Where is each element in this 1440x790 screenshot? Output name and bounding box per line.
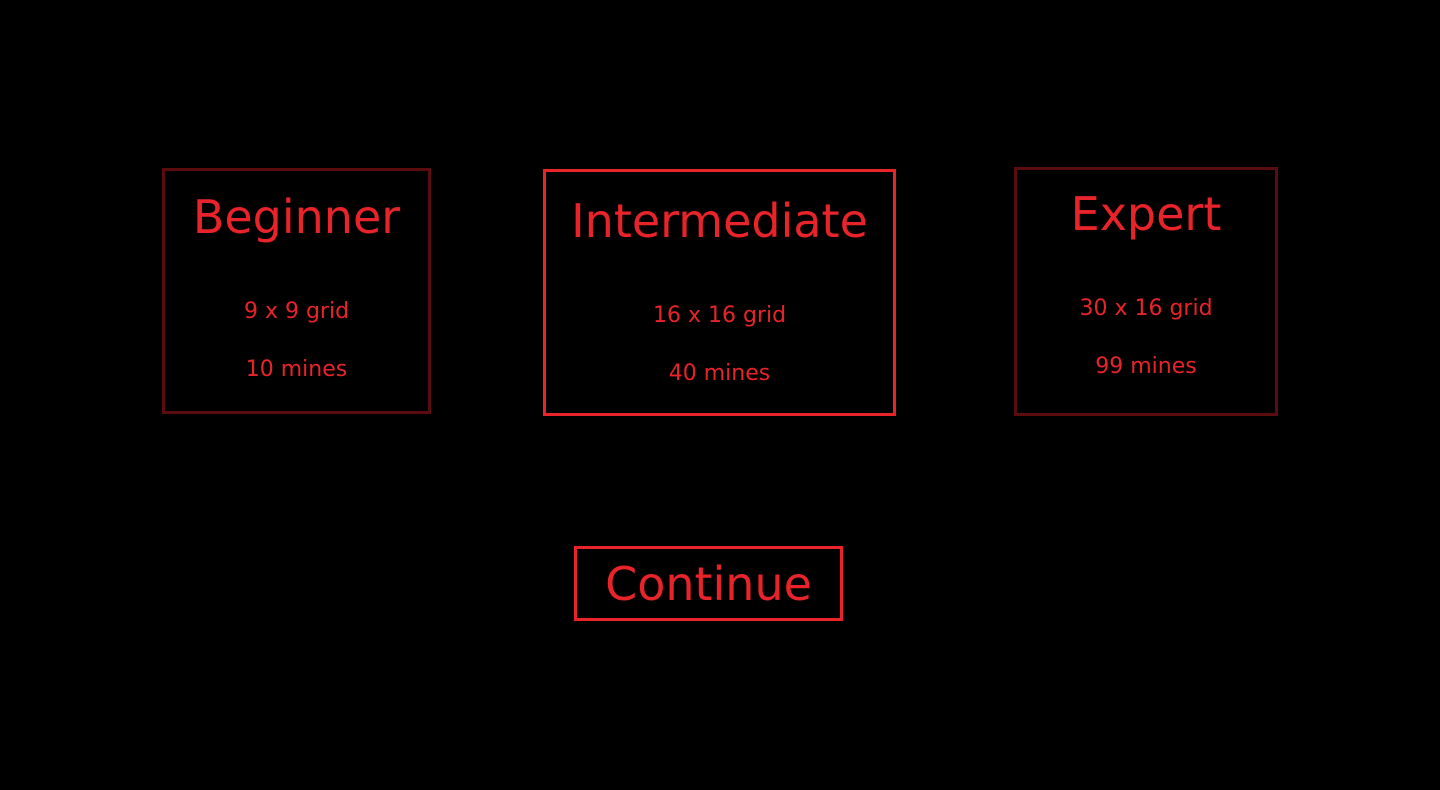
difficulty-card-beginner[interactable]: Beginner 9 x 9 grid 10 mines — [162, 168, 431, 414]
difficulty-title: Expert — [1070, 187, 1222, 241]
difficulty-title: Beginner — [192, 190, 401, 244]
grid-size-text: 9 x 9 grid — [243, 299, 350, 324]
mine-count-text: 99 mines — [1095, 354, 1197, 379]
mine-count-text: 40 mines — [668, 361, 771, 386]
grid-size-text: 30 x 16 grid — [1079, 296, 1213, 321]
difficulty-card-intermediate[interactable]: Intermediate 16 x 16 grid 40 mines — [543, 169, 896, 416]
difficulty-title: Intermediate — [571, 194, 868, 248]
mine-count-text: 10 mines — [245, 357, 348, 382]
continue-button[interactable]: Continue — [574, 546, 843, 621]
difficulty-card-expert[interactable]: Expert 30 x 16 grid 99 mines — [1014, 167, 1278, 416]
grid-size-text: 16 x 16 grid — [652, 303, 787, 328]
